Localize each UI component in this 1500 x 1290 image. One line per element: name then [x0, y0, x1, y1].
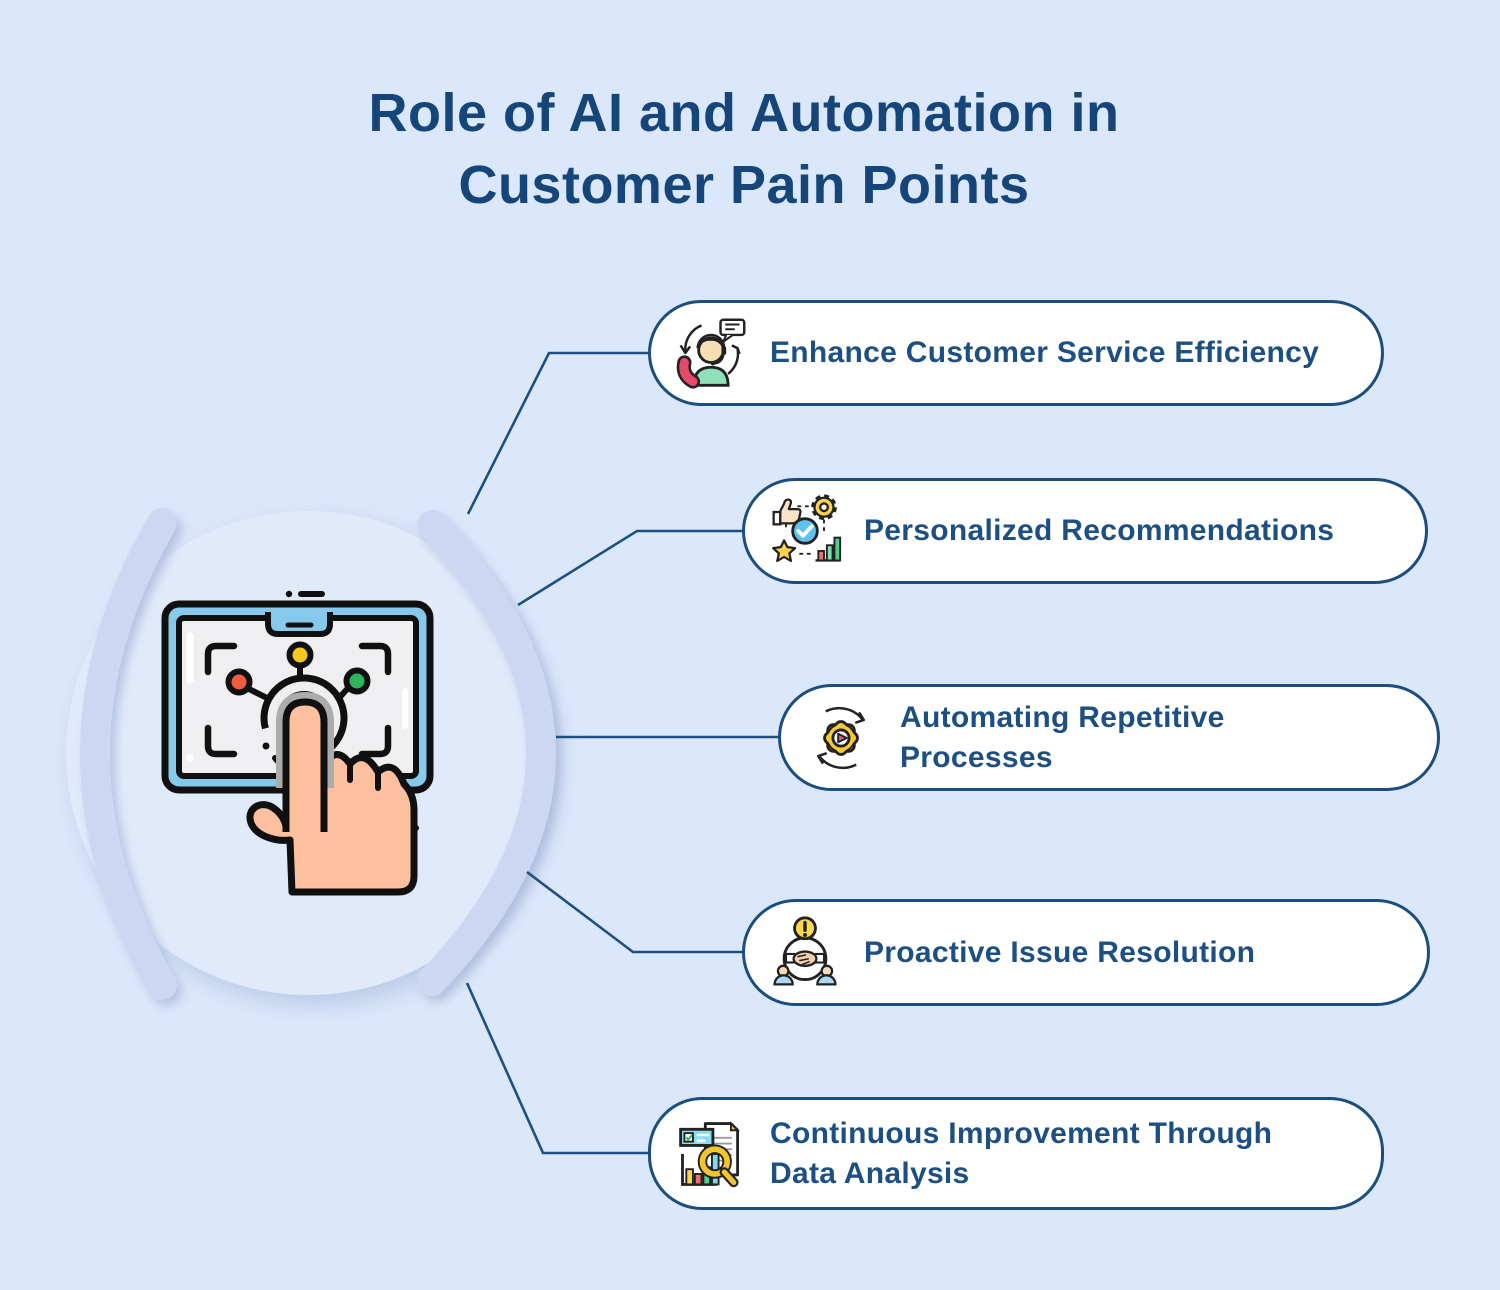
- automation-gear-icon: [803, 700, 879, 776]
- benefit-box-automating-processes: Automating Repetitive Processes: [778, 684, 1440, 791]
- benefit-label: Enhance Customer Service Efficiency: [770, 336, 1320, 370]
- connector-line: [466, 351, 650, 515]
- connector-line: [465, 982, 650, 1155]
- benefit-label: Automating Repetitive Processes: [900, 700, 1225, 774]
- benefit-box-customer-service: Enhance Customer Service Efficiency: [648, 300, 1384, 406]
- page-title-line2: Customer Pain Points: [458, 154, 1030, 215]
- tablet-and-hand-icon: [161, 590, 434, 896]
- connector-line: [526, 870, 744, 954]
- page-title: Role of AI and Automation in Customer Pa…: [0, 78, 1488, 222]
- benefit-box-proactive-resolution: Proactive Issue Resolution: [742, 899, 1430, 1006]
- benefit-box-personalized-recommendations: Personalized Recommendations: [742, 478, 1428, 584]
- left-parenthesis-decoration: [80, 508, 177, 1000]
- benefit-label: Personalized Recommendations: [864, 514, 1335, 548]
- benefit-box-data-analysis: Continuous Improvement Through Data Anal…: [648, 1097, 1384, 1210]
- proactive-issue-resolution-icon: [767, 915, 843, 991]
- customer-service-agent-icon: [673, 315, 749, 391]
- right-parenthesis-decoration: [417, 510, 556, 996]
- benefit-label: Proactive Issue Resolution: [864, 935, 1256, 969]
- connector-line: [517, 529, 744, 607]
- data-analysis-icon: [673, 1116, 749, 1192]
- personalized-recommendations-icon: [767, 493, 843, 569]
- benefit-label: Continuous Improvement Through Data Anal…: [770, 1116, 1273, 1190]
- page-title-line1: Role of AI and Automation in: [368, 83, 1120, 143]
